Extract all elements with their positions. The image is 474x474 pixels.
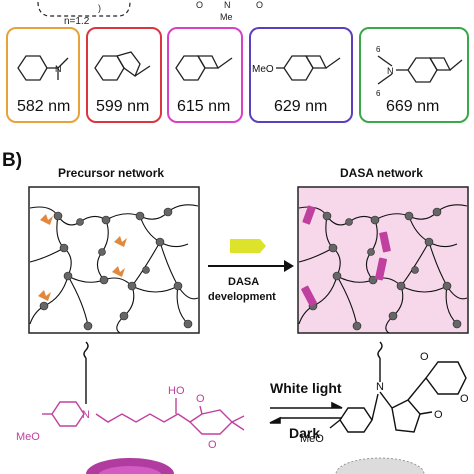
dihexylamino-indoline-structure bbox=[377, 55, 463, 85]
donor-box-1 bbox=[6, 27, 80, 123]
wavelength-label-1: 582 nm bbox=[17, 98, 71, 115]
dark-label: Dark bbox=[289, 425, 321, 441]
svg-text:N: N bbox=[224, 0, 231, 10]
linear-dasa-structure bbox=[42, 341, 245, 435]
donor-box-2 bbox=[86, 27, 162, 123]
svg-text:): ) bbox=[98, 3, 101, 13]
panel-b-label: B) bbox=[2, 150, 23, 171]
precursor-network-diagram bbox=[28, 186, 200, 334]
n-atom-label: N bbox=[82, 409, 90, 421]
arrow-label-dasa: DASA bbox=[228, 276, 260, 288]
dasa-reagent-tag bbox=[230, 239, 266, 253]
methoxy-indoline-structure bbox=[276, 55, 341, 81]
indoline-structure bbox=[175, 55, 233, 81]
svg-text:O: O bbox=[434, 409, 443, 421]
svg-text:O: O bbox=[460, 393, 469, 405]
wavelength-label-4: 629 nm bbox=[274, 98, 328, 115]
arrow-label-development: development bbox=[208, 291, 276, 303]
svg-text:O: O bbox=[196, 0, 203, 10]
svg-text:MeO: MeO bbox=[252, 64, 274, 75]
svg-text:6: 6 bbox=[376, 45, 381, 54]
aniline-structure bbox=[17, 55, 69, 81]
donor-box-5 bbox=[359, 27, 469, 123]
dasa-switching-scheme: N HO MeO O O N MeO O O O bbox=[16, 341, 469, 474]
dasa-marks bbox=[301, 205, 391, 307]
svg-text:N: N bbox=[55, 64, 62, 74]
repeat-label: n=1.2 bbox=[64, 16, 90, 27]
meo-label-open: MeO bbox=[16, 431, 40, 443]
wavelength-label-3: 615 nm bbox=[177, 98, 231, 115]
svg-text:O: O bbox=[196, 393, 205, 405]
meo-label-closed: MeO bbox=[300, 433, 324, 445]
precursor-network-title: Precursor network bbox=[58, 166, 165, 180]
dasa-network-title: DASA network bbox=[340, 166, 423, 180]
methyl-label: Me bbox=[220, 12, 233, 22]
svg-text:O: O bbox=[256, 0, 263, 10]
tetrahydroquinoline-structure bbox=[94, 51, 151, 81]
white-light-label: White light bbox=[270, 380, 342, 396]
top-structure-fragment: ) n=1.2 O N O Me bbox=[37, 0, 263, 27]
wavelength-label-2: 599 nm bbox=[96, 98, 150, 115]
svg-text:6: 6 bbox=[376, 89, 381, 98]
equilibrium-arrows bbox=[269, 401, 343, 424]
reaction-arrow bbox=[208, 239, 294, 272]
ho-label: HO bbox=[168, 385, 185, 397]
clear-sample-dish bbox=[335, 457, 425, 474]
svg-text:O: O bbox=[420, 351, 429, 363]
donor-box-3 bbox=[167, 27, 243, 123]
precursor-marks bbox=[38, 214, 127, 301]
svg-text:O: O bbox=[208, 439, 217, 451]
svg-text:N: N bbox=[387, 66, 394, 76]
donor-box-4 bbox=[249, 27, 353, 123]
cyclic-dasa-structure bbox=[329, 341, 467, 433]
svg-text:N: N bbox=[376, 381, 384, 393]
dasa-network-diagram bbox=[297, 186, 469, 334]
wavelength-label-5: 669 nm bbox=[386, 98, 440, 115]
